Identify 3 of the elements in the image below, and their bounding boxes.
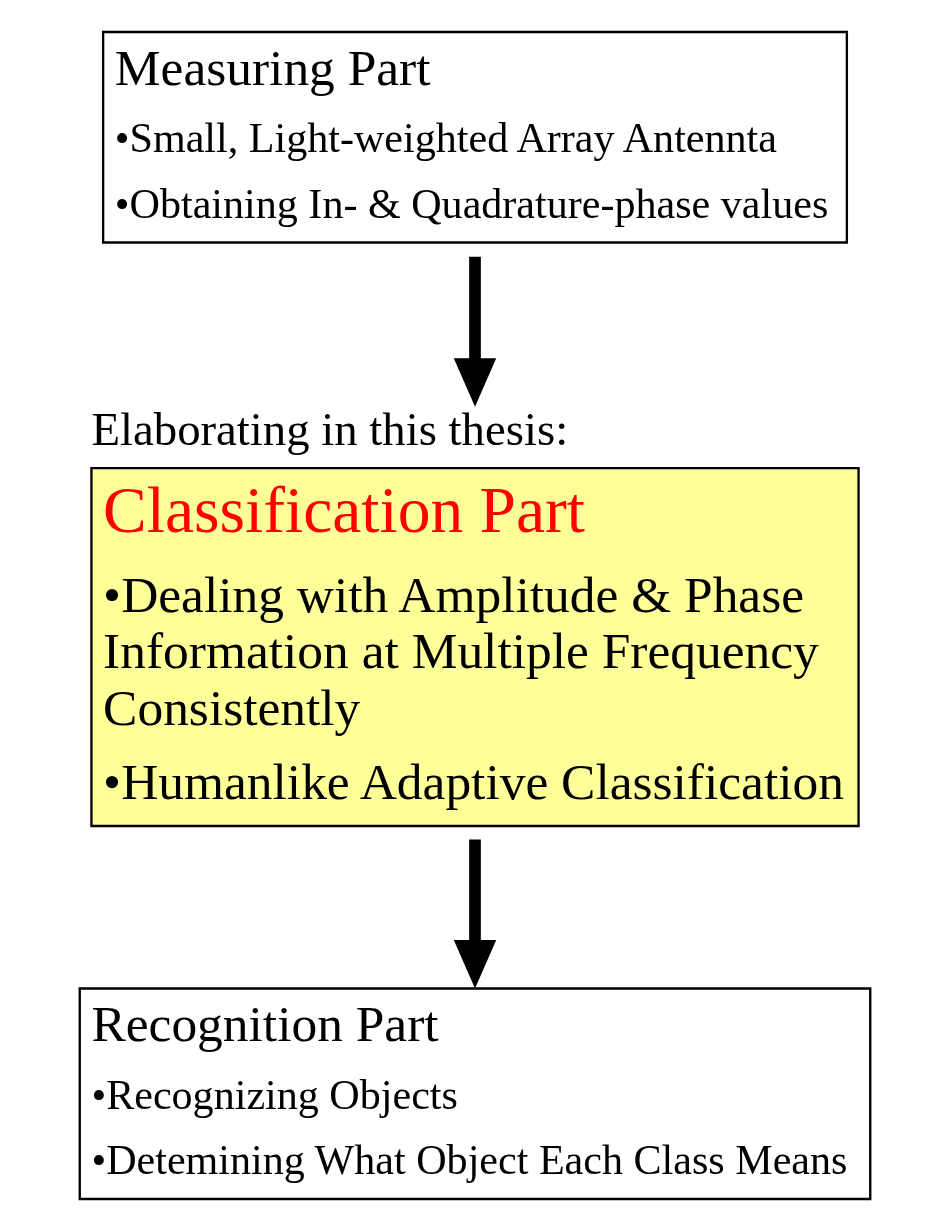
arrow	[453, 839, 497, 989]
arrow	[453, 256, 497, 407]
node-label: Elaborating in this thesis:	[91, 402, 569, 455]
